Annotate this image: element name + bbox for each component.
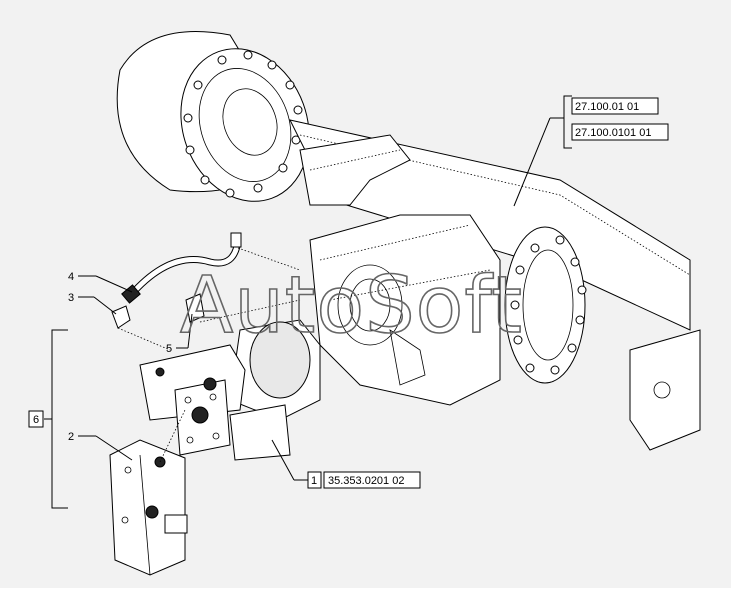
top-fitting bbox=[203, 377, 217, 391]
bolt bbox=[567, 343, 577, 353]
hub-inner-ring bbox=[198, 68, 292, 182]
bolt bbox=[278, 163, 288, 173]
bolt bbox=[253, 183, 263, 193]
bolt bbox=[555, 235, 565, 245]
control-valve-solenoid bbox=[164, 514, 188, 534]
bolt bbox=[217, 55, 227, 65]
bolt bbox=[183, 113, 193, 123]
mount-bracket bbox=[299, 134, 411, 206]
hose-top-fitting bbox=[230, 232, 242, 248]
housing-lever bbox=[389, 329, 426, 386]
bolt bbox=[577, 285, 587, 295]
housing-bore bbox=[337, 264, 403, 346]
plate-bolt bbox=[209, 393, 217, 401]
assembly-guide-lines bbox=[117, 247, 301, 463]
callout-2: 2 bbox=[68, 431, 74, 443]
ref-top-1: 27.100.01 01 bbox=[575, 101, 639, 113]
bolt bbox=[513, 335, 523, 345]
housing-hidden-lines bbox=[319, 224, 491, 301]
leader-3-diag bbox=[93, 296, 117, 315]
callout-1: 1 bbox=[311, 475, 317, 487]
ref-bottom: 35.353.0201 02 bbox=[328, 475, 404, 487]
block-plug bbox=[155, 367, 165, 377]
hose-assembly bbox=[111, 232, 242, 329]
leader-4-diag bbox=[95, 275, 133, 293]
bolt bbox=[185, 145, 195, 155]
bracket-hidden-line bbox=[309, 149, 401, 171]
hub-flange bbox=[180, 48, 310, 202]
center-housing bbox=[309, 214, 501, 406]
bolt bbox=[515, 265, 525, 275]
leader-2-diag bbox=[95, 435, 133, 461]
callout-6: 6 bbox=[33, 414, 39, 426]
leader-5-diag bbox=[187, 313, 193, 349]
watermark: AutoSoft bbox=[180, 261, 523, 351]
plate-bolt bbox=[184, 396, 192, 404]
callout-5: 5 bbox=[166, 343, 172, 355]
bolt bbox=[293, 105, 303, 115]
plate-bolt bbox=[186, 436, 194, 444]
housing-bore-inner bbox=[349, 278, 391, 332]
hub-center bbox=[222, 88, 278, 156]
bolt bbox=[575, 315, 585, 325]
right-flange bbox=[504, 226, 586, 384]
bolt bbox=[285, 80, 295, 90]
control-valve-bolt bbox=[121, 516, 129, 524]
bolt bbox=[225, 188, 235, 198]
hub-bolts bbox=[183, 50, 303, 198]
bolt bbox=[510, 300, 520, 310]
bolt bbox=[525, 363, 535, 373]
bolt bbox=[267, 60, 277, 70]
bracket-top-refs bbox=[563, 95, 572, 149]
bracket-6 bbox=[51, 329, 68, 509]
leader-1-diag bbox=[271, 439, 295, 481]
valve-side-block bbox=[229, 404, 291, 461]
ref-top-2: 27.100.0101 01 bbox=[575, 127, 651, 139]
ref-top-1-box bbox=[571, 97, 659, 115]
ref-bottom-box bbox=[323, 471, 421, 489]
bolt bbox=[550, 365, 560, 375]
valve-port bbox=[191, 406, 209, 424]
callout-4: 4 bbox=[68, 271, 74, 283]
arm-hole bbox=[653, 381, 671, 399]
control-valve-edge bbox=[139, 454, 151, 576]
callout-1-box bbox=[307, 471, 322, 489]
right-flange-bolts bbox=[510, 235, 587, 375]
control-valve-bolt bbox=[124, 466, 132, 474]
fitting-item-5 bbox=[185, 293, 205, 323]
bolt bbox=[193, 80, 203, 90]
leader-top-diag bbox=[513, 117, 551, 207]
callout-6-box bbox=[28, 410, 44, 428]
axle-assembly bbox=[116, 31, 701, 451]
bolt bbox=[243, 50, 253, 60]
leader-lines bbox=[44, 95, 572, 509]
motor-end-cap bbox=[249, 321, 311, 399]
ref-top-2-box bbox=[571, 123, 669, 141]
plate-bolt bbox=[212, 432, 220, 440]
bolt bbox=[530, 243, 540, 253]
right-flange-inner bbox=[522, 249, 574, 361]
callout-3: 3 bbox=[68, 292, 74, 304]
hose-body bbox=[128, 239, 241, 298]
bolt bbox=[570, 257, 580, 267]
fitting-item-3 bbox=[111, 305, 131, 329]
control-valve-port-mid bbox=[145, 505, 159, 519]
right-arm bbox=[629, 329, 701, 451]
bolt bbox=[200, 175, 210, 185]
control-valve bbox=[109, 439, 188, 576]
